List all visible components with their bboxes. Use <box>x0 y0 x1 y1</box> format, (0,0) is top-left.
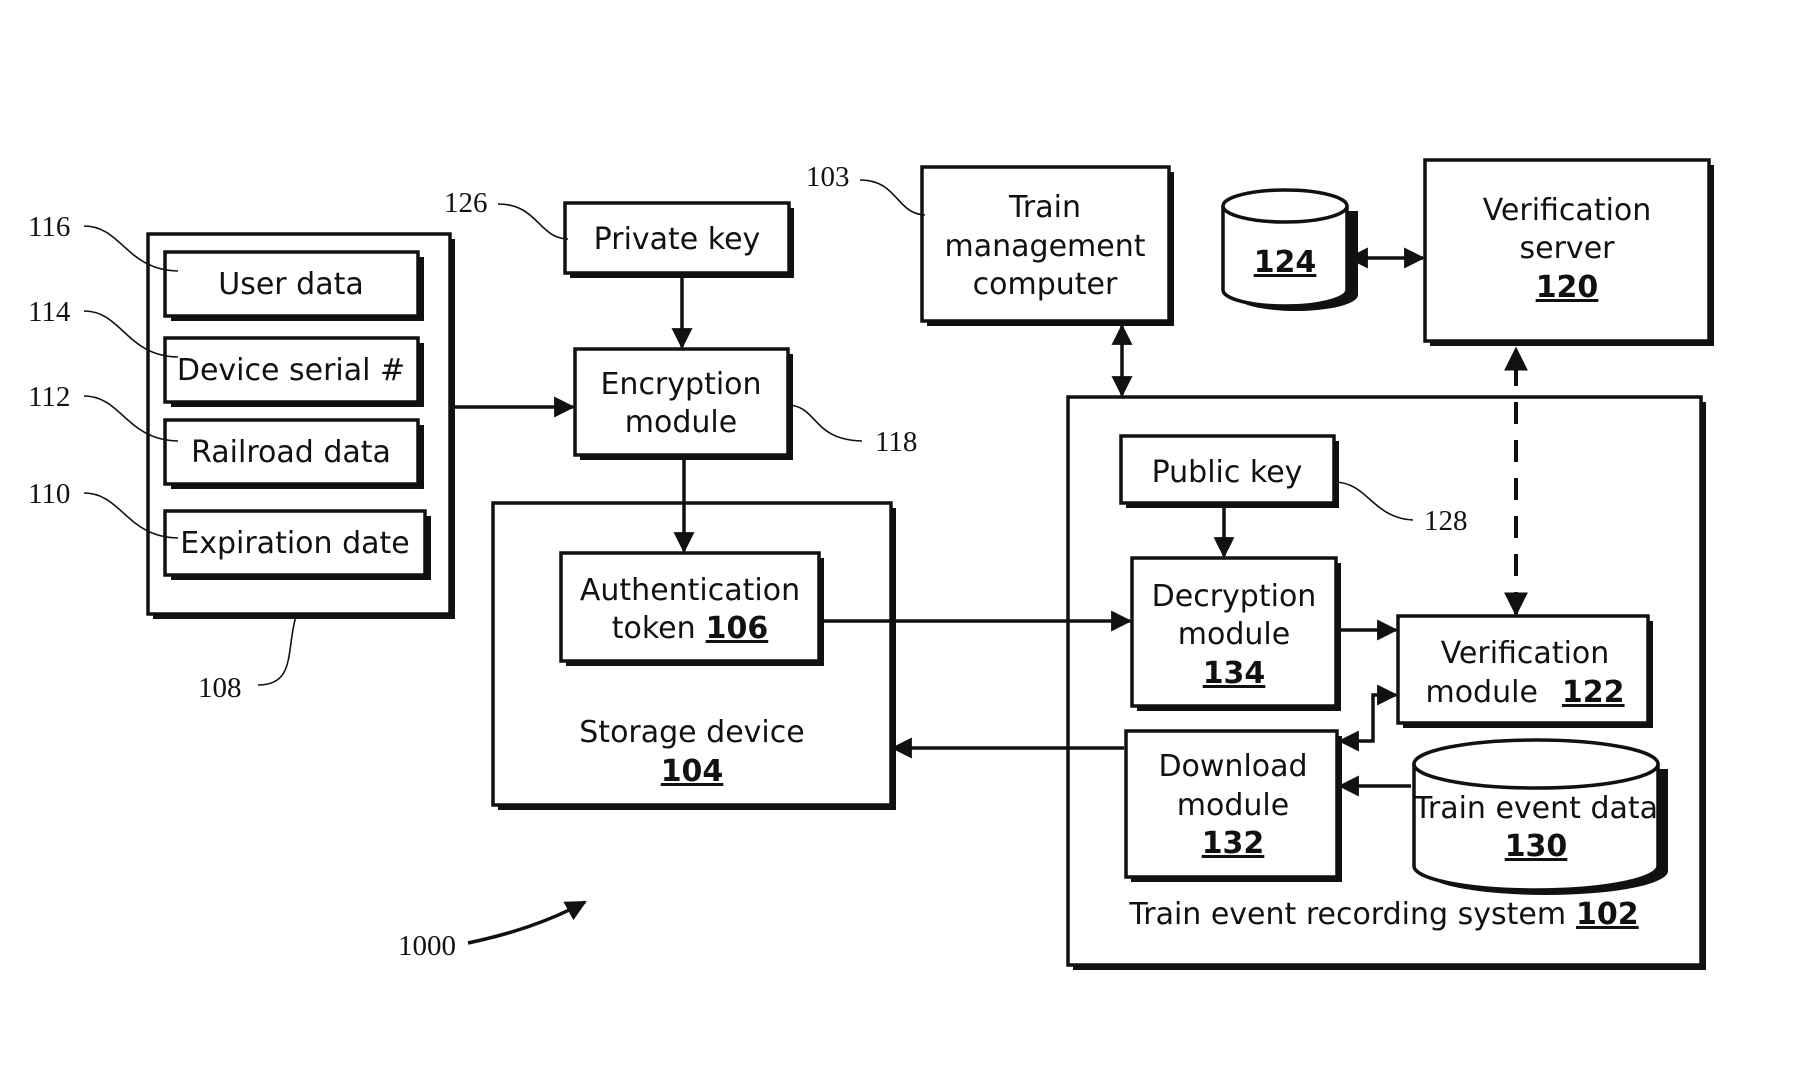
decryption-module-label-1: Decryption <box>1152 579 1317 614</box>
verification-server-label-2: server <box>1520 231 1616 266</box>
train-event-recording-system-text: Train event recording system <box>1128 897 1566 932</box>
public-key-box: Public key <box>1121 436 1339 508</box>
encryption-module-box: Encryption module <box>575 349 793 460</box>
decryption-module-box: Decryption module 134 <box>1132 558 1341 711</box>
authentication-token-box: Authentication token 106 <box>561 553 824 666</box>
ref-116: 116 <box>28 211 70 243</box>
database-124-icon: 124 <box>1223 190 1358 311</box>
leader-108 <box>258 616 296 685</box>
verification-server-label-1: Verification <box>1483 193 1652 228</box>
private-key-box: Private key <box>565 203 794 278</box>
ref-126: 126 <box>444 187 488 219</box>
authentication-token-label-1: Authentication <box>580 573 800 608</box>
ref-114: 114 <box>28 296 71 328</box>
train-management-label-1: Train <box>1008 190 1081 225</box>
train-management-label-3: computer <box>973 267 1118 302</box>
verification-module-number: 122 <box>1562 675 1625 710</box>
train-event-data-label: Train event data <box>1413 791 1658 826</box>
verification-module-label-2: module 122 <box>1425 675 1624 710</box>
leader-118 <box>788 405 862 441</box>
railroad-data-label: Railroad data <box>191 435 391 470</box>
storage-device-label: Storage device <box>579 715 804 750</box>
verification-module-label-1: Verification <box>1441 636 1610 671</box>
download-module-label-1: Download <box>1158 749 1307 784</box>
verification-server-number: 120 <box>1536 270 1599 305</box>
train-management-label-2: management <box>945 229 1146 264</box>
private-key-label: Private key <box>594 222 761 257</box>
ref-112: 112 <box>28 381 70 413</box>
leader-126 <box>498 204 568 239</box>
decryption-module-number: 134 <box>1203 656 1266 691</box>
ref-1000: 1000 <box>398 930 456 962</box>
database-124-label: 124 <box>1254 245 1317 280</box>
ref-103: 103 <box>806 161 850 193</box>
leader-103 <box>860 180 925 215</box>
device-serial-box: Device serial # <box>165 338 424 407</box>
download-module-number: 132 <box>1202 826 1265 861</box>
verification-module-word: module <box>1425 675 1537 710</box>
ref-108: 108 <box>198 672 242 704</box>
user-data-label: User data <box>218 267 364 302</box>
download-module-label-2: module <box>1177 788 1289 823</box>
storage-device-number: 104 <box>661 754 724 789</box>
encryption-module-label-2: module <box>625 405 737 440</box>
train-management-computer-box: Train management computer <box>922 167 1174 326</box>
user-data-box: User data <box>165 252 424 321</box>
encryption-module-label-1: Encryption <box>600 367 761 402</box>
verification-module-box: Verification module 122 <box>1398 616 1653 728</box>
ref-110: 110 <box>28 478 70 510</box>
download-module-box: Download module 132 <box>1126 731 1342 882</box>
train-event-data-database-icon: Train event data 130 <box>1413 740 1668 895</box>
ref-128: 128 <box>1424 505 1468 537</box>
arrow-figure-1000 <box>468 902 585 943</box>
authentication-token-label-2: token 106 <box>612 611 769 646</box>
railroad-data-box: Railroad data <box>165 420 424 489</box>
expiration-date-box: Expiration date <box>165 511 431 580</box>
public-key-label: Public key <box>1152 455 1303 490</box>
authentication-token-word: token <box>612 611 696 646</box>
train-event-recording-system-label: Train event recording system 102 <box>1128 897 1638 932</box>
decryption-module-label-2: module <box>1178 617 1290 652</box>
expiration-date-label: Expiration date <box>180 526 409 561</box>
train-event-data-number: 130 <box>1505 829 1568 864</box>
verification-server-box: Verification server 120 <box>1425 160 1714 346</box>
ref-118: 118 <box>875 426 917 458</box>
train-event-recording-system-number: 102 <box>1576 897 1639 932</box>
authentication-token-number: 106 <box>706 611 769 646</box>
device-serial-label: Device serial # <box>177 353 405 388</box>
